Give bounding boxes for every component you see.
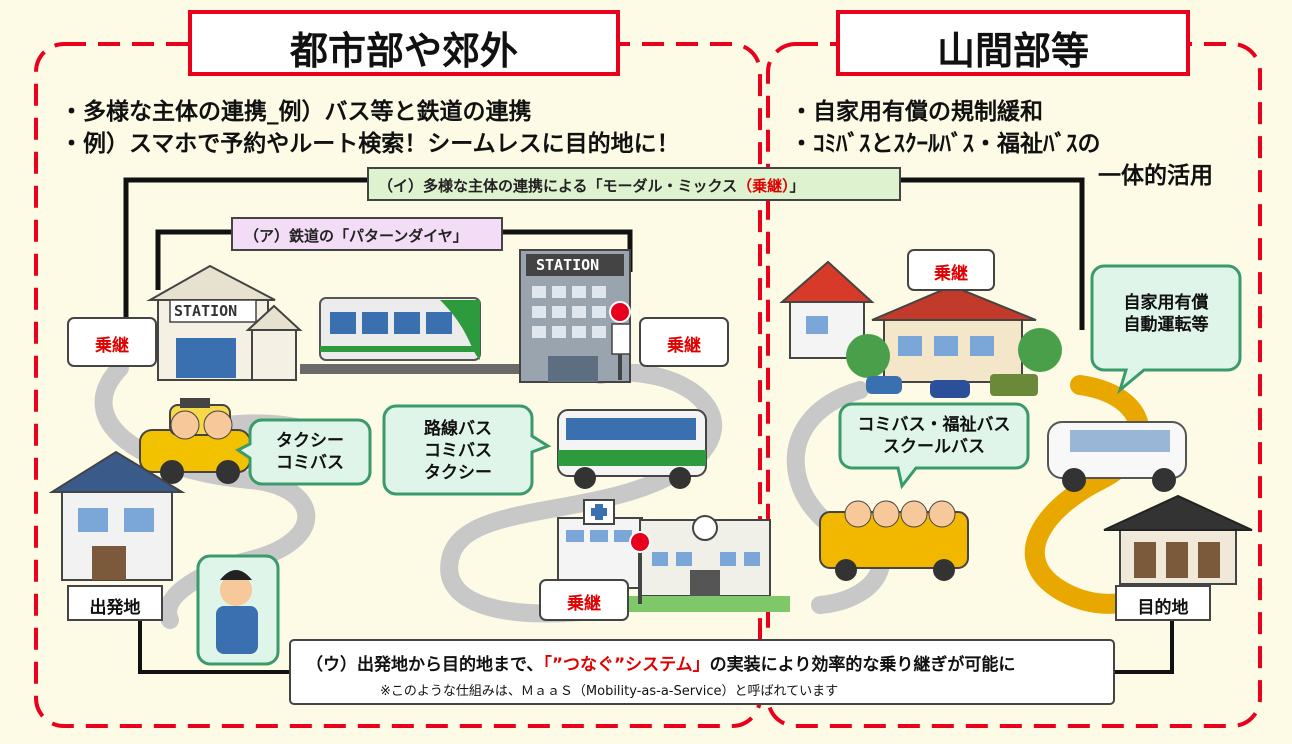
train — [300, 297, 520, 374]
pattern-dia-label: （ア）鉄道の「パターンダイヤ」 — [244, 227, 468, 245]
footer-line-1-suffix: の実装により効率的な乗り継ぎが可能に — [709, 655, 1016, 675]
bubble-private-shape — [1090, 264, 1242, 395]
destination-temple — [1103, 494, 1253, 585]
mountain-bullet-3: 一体的活用 — [1098, 163, 1213, 189]
road-urban — [94, 359, 316, 629]
destination-label: 目的地 — [1137, 598, 1189, 618]
modal-mix-label: （イ）多様な主体の連携による「モーダル・ミックス（乗継）」 — [378, 175, 805, 196]
bubble-taxi-text: タクシー コミバス — [250, 430, 370, 474]
bubble-taxi-shape — [235, 418, 372, 486]
origin-house — [48, 450, 186, 581]
station-sign-building: STATION — [536, 256, 600, 274]
transfer-box-village — [907, 249, 995, 291]
station-sign-small: STATION — [174, 302, 238, 320]
road-center — [440, 363, 723, 623]
bubble-private-line-2: 自動運転等 — [1123, 315, 1209, 335]
station-small — [146, 264, 303, 381]
urban-title: 都市部や郊外 — [289, 29, 518, 73]
person-with-phone — [196, 554, 280, 666]
bubble-private-text: 自家用有償 自動運転等 — [1092, 292, 1240, 336]
modal-mix-suffix: 」 — [789, 177, 805, 195]
mountain-bullet-1: ・自家用有償の規制緩和 — [790, 99, 1043, 125]
footer-box — [289, 639, 1115, 705]
transfer-label-village: 乗継 — [934, 264, 968, 284]
station-building — [519, 249, 631, 383]
pattern-dia-pill — [231, 217, 503, 251]
bubble-routebus-line-1: 路線バス — [424, 419, 492, 439]
mountain-title-box — [836, 10, 1190, 76]
transfer-box-hospital — [539, 579, 629, 621]
urban-region-frame — [34, 42, 762, 728]
modal-mix-red: （乗継） — [737, 177, 790, 195]
origin-label: 出発地 — [89, 598, 141, 618]
destination-box — [1115, 585, 1211, 621]
urban-title-box — [188, 10, 620, 76]
bubble-community-line-2: スクールバス — [883, 437, 985, 457]
mountain-title: 山間部等 — [936, 29, 1089, 73]
road-yellow — [1024, 375, 1150, 614]
transfer-box-left — [67, 317, 157, 367]
white-van — [1047, 421, 1187, 492]
bubble-community-text: コミバス・福祉バス スクールバス — [840, 414, 1028, 458]
transfer-label-left: 乗継 — [95, 336, 129, 356]
origin-box — [67, 585, 163, 621]
mountain-bullet-2: ・ｺﾐﾊﾞｽとｽｸｰﾙﾊﾞｽ・福祉ﾊﾞｽの — [790, 131, 1101, 157]
urban-bullet-1: ・多様な主体の連携_例）バス等と鉄道の連携 — [60, 99, 532, 125]
transfer-label-hospital: 乗継 — [567, 594, 601, 614]
modal-mix-prefix: （イ）多様な主体の連携による「モーダル・ミックス — [378, 177, 738, 195]
bubble-community-line-1: コミバス・福祉バス — [857, 415, 1011, 435]
bubble-private-line-1: 自家用有償 — [1123, 293, 1209, 313]
transfer-box-station — [639, 317, 729, 367]
taxi — [139, 398, 251, 484]
modal-mix-pill — [367, 167, 901, 201]
bubble-taxi-line-1: タクシー — [276, 431, 344, 451]
bubble-routebus-text: 路線バス コミバス タクシー — [384, 418, 532, 484]
village-houses — [779, 260, 1062, 398]
bubble-routebus-line-3: タクシー — [424, 463, 492, 483]
urban-bullet-2: ・例）スマホで予約やルート検索！シームレスに目的地に！ — [60, 131, 680, 157]
route-bus — [557, 409, 707, 489]
footer-line-1-prefix: （ウ）出発地から目的地まで、 — [306, 655, 544, 675]
bubble-community-shape — [838, 402, 1030, 490]
footer-line-2: ※このような仕組みは、ＭａａＳ（Mobility-as-a-Service）と呼… — [380, 684, 839, 699]
school-bus — [819, 500, 969, 581]
bubble-routebus-line-2: コミバス — [424, 441, 492, 461]
transfer-label-station: 乗継 — [667, 336, 701, 356]
bubble-routebus-shape — [382, 404, 552, 496]
footer-line-1-red: 「”つなぐ”システム」 — [543, 655, 710, 675]
footer-line-1: （ウ）出発地から目的地まで、「”つなぐ”システム」の実装により効率的な乗り継ぎが… — [306, 650, 1015, 675]
bubble-taxi-line-2: コミバス — [276, 453, 344, 473]
